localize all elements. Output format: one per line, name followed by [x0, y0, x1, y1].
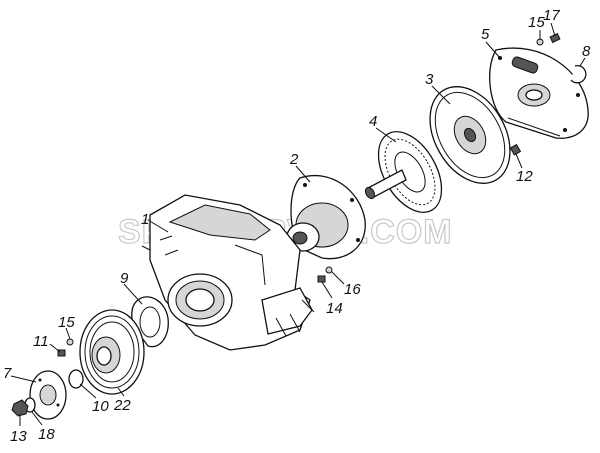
callout-labels: 5 17 15 8 3 4 2 1 12 16 14 9 15 11 7 10 … [3, 7, 591, 445]
part-5-cover [489, 47, 589, 139]
part-7-flange [29, 370, 67, 420]
part-8-snap-ring [570, 65, 587, 84]
part-17-bolt-top [549, 32, 561, 44]
callout-12: 12 [516, 168, 533, 185]
part-11-bolt [57, 349, 66, 357]
part-13-nut [11, 399, 29, 417]
callout-1: 1 [141, 211, 149, 228]
part-1-housing [141, 194, 315, 351]
part-4-clutch-disc [364, 131, 443, 213]
callout-3: 3 [425, 71, 434, 88]
part-14-nut [317, 275, 326, 283]
callout-5: 5 [481, 26, 490, 43]
callout-8: 8 [582, 43, 591, 60]
part-22-pulley [79, 309, 145, 395]
callout-13: 13 [10, 428, 27, 445]
callout-17: 17 [543, 7, 560, 24]
callout-15-top: 15 [528, 14, 545, 31]
callout-18: 18 [38, 426, 55, 443]
callout-15-left: 15 [58, 314, 75, 331]
part-16-washer [325, 266, 333, 274]
callout-2: 2 [289, 151, 299, 168]
part-10-spacer [68, 369, 84, 389]
callout-7: 7 [3, 365, 12, 382]
callout-10: 10 [92, 398, 109, 415]
part-2-flange [286, 174, 366, 260]
leader-lines [10, 22, 586, 426]
callout-4: 4 [369, 113, 377, 130]
part-3-disc [429, 86, 511, 184]
callout-9: 9 [120, 270, 129, 287]
part-12-bolt [509, 143, 522, 156]
callout-22: 22 [113, 397, 131, 414]
callout-14: 14 [326, 300, 343, 317]
part-15-washer-left [66, 338, 74, 346]
callout-11: 11 [33, 333, 49, 350]
callout-16: 16 [344, 281, 361, 298]
